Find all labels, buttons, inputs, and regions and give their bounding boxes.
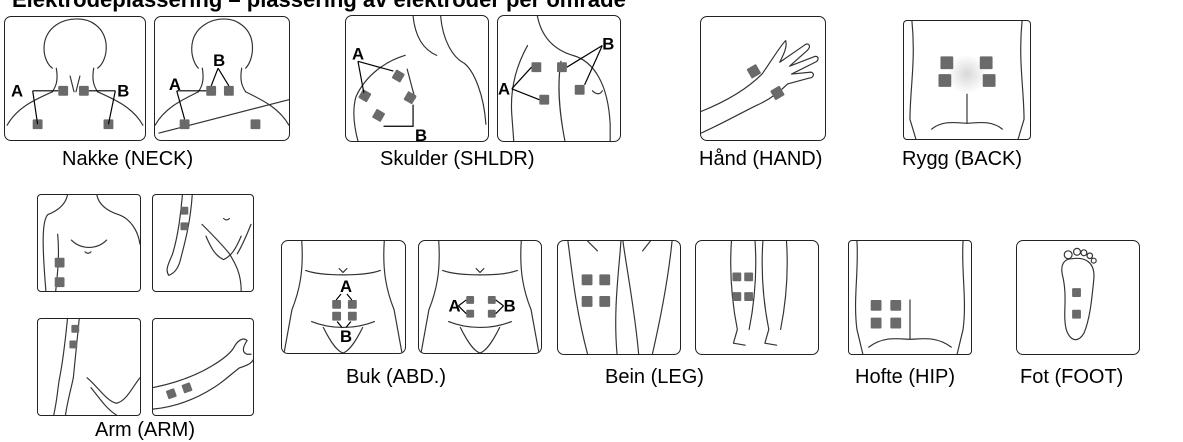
foot-panel bbox=[1016, 240, 1140, 355]
arm-drawing-2 bbox=[153, 195, 253, 291]
arm-panel-2 bbox=[152, 194, 254, 292]
neck-label-b: B bbox=[117, 82, 129, 101]
abd2-label-b: B bbox=[504, 297, 516, 316]
hip-drawing bbox=[849, 241, 971, 354]
leg-panel-side bbox=[695, 240, 819, 355]
arm-panel-3 bbox=[37, 318, 141, 416]
caption-neck: Nakke (NECK) bbox=[62, 148, 193, 170]
foot-drawing bbox=[1017, 241, 1139, 354]
hand-drawing bbox=[701, 17, 825, 140]
abd-drawing-2: A B bbox=[419, 241, 541, 353]
abd2-label-a: A bbox=[449, 297, 461, 316]
back-drawing bbox=[904, 21, 1030, 139]
shoulder-panel-front: A B bbox=[345, 15, 489, 142]
neck2-label-a: A bbox=[169, 75, 181, 94]
neck-back-drawing: B A bbox=[155, 17, 289, 140]
back-panel bbox=[903, 20, 1031, 140]
neck-panel-back: B A bbox=[154, 16, 290, 141]
leg-panel-front bbox=[557, 240, 681, 355]
page-header: Elektrodeplassering – plassering av elek… bbox=[12, 0, 626, 13]
shoulder2-label-a: A bbox=[498, 80, 510, 99]
shoulder2-label-b: B bbox=[602, 34, 614, 53]
neck-label-a: A bbox=[11, 82, 23, 101]
caption-abd: Buk (ABD.) bbox=[346, 366, 446, 388]
leg-side-drawing bbox=[696, 241, 818, 354]
abd-panel-1: A B bbox=[281, 240, 406, 354]
shoulder-front-drawing: A B bbox=[346, 16, 488, 141]
arm-drawing-3 bbox=[38, 319, 140, 415]
neck-panel-front: A B bbox=[4, 16, 146, 141]
arm-drawing-1 bbox=[38, 195, 140, 291]
shoulder-label-b: B bbox=[415, 126, 427, 141]
hip-panel bbox=[848, 240, 972, 355]
arm-panel-1 bbox=[37, 194, 141, 292]
shoulder-label-a: A bbox=[352, 44, 364, 63]
abd-label-b: B bbox=[340, 327, 352, 346]
hand-panel bbox=[700, 16, 826, 141]
abd-label-a: A bbox=[340, 277, 352, 296]
neck-front-drawing: A B bbox=[5, 17, 145, 140]
caption-back: Rygg (BACK) bbox=[902, 148, 1022, 170]
arm-drawing-4 bbox=[153, 319, 253, 415]
arm-panel-4 bbox=[152, 318, 254, 416]
abd-panel-2: A B bbox=[418, 240, 542, 354]
abd-drawing-1: A B bbox=[282, 241, 405, 353]
caption-shoulder: Skulder (SHLDR) bbox=[380, 148, 534, 170]
shoulder-panel-side: A B bbox=[497, 15, 621, 142]
caption-leg: Bein (LEG) bbox=[605, 366, 704, 388]
caption-foot: Fot (FOOT) bbox=[1020, 366, 1123, 388]
shoulder-side-drawing: A B bbox=[498, 16, 620, 141]
caption-hand: Hånd (HAND) bbox=[699, 148, 822, 170]
leg-front-drawing bbox=[558, 241, 680, 354]
caption-hip: Hofte (HIP) bbox=[855, 366, 955, 388]
caption-arm: Arm (ARM) bbox=[95, 419, 195, 441]
neck2-label-b: B bbox=[213, 51, 225, 70]
